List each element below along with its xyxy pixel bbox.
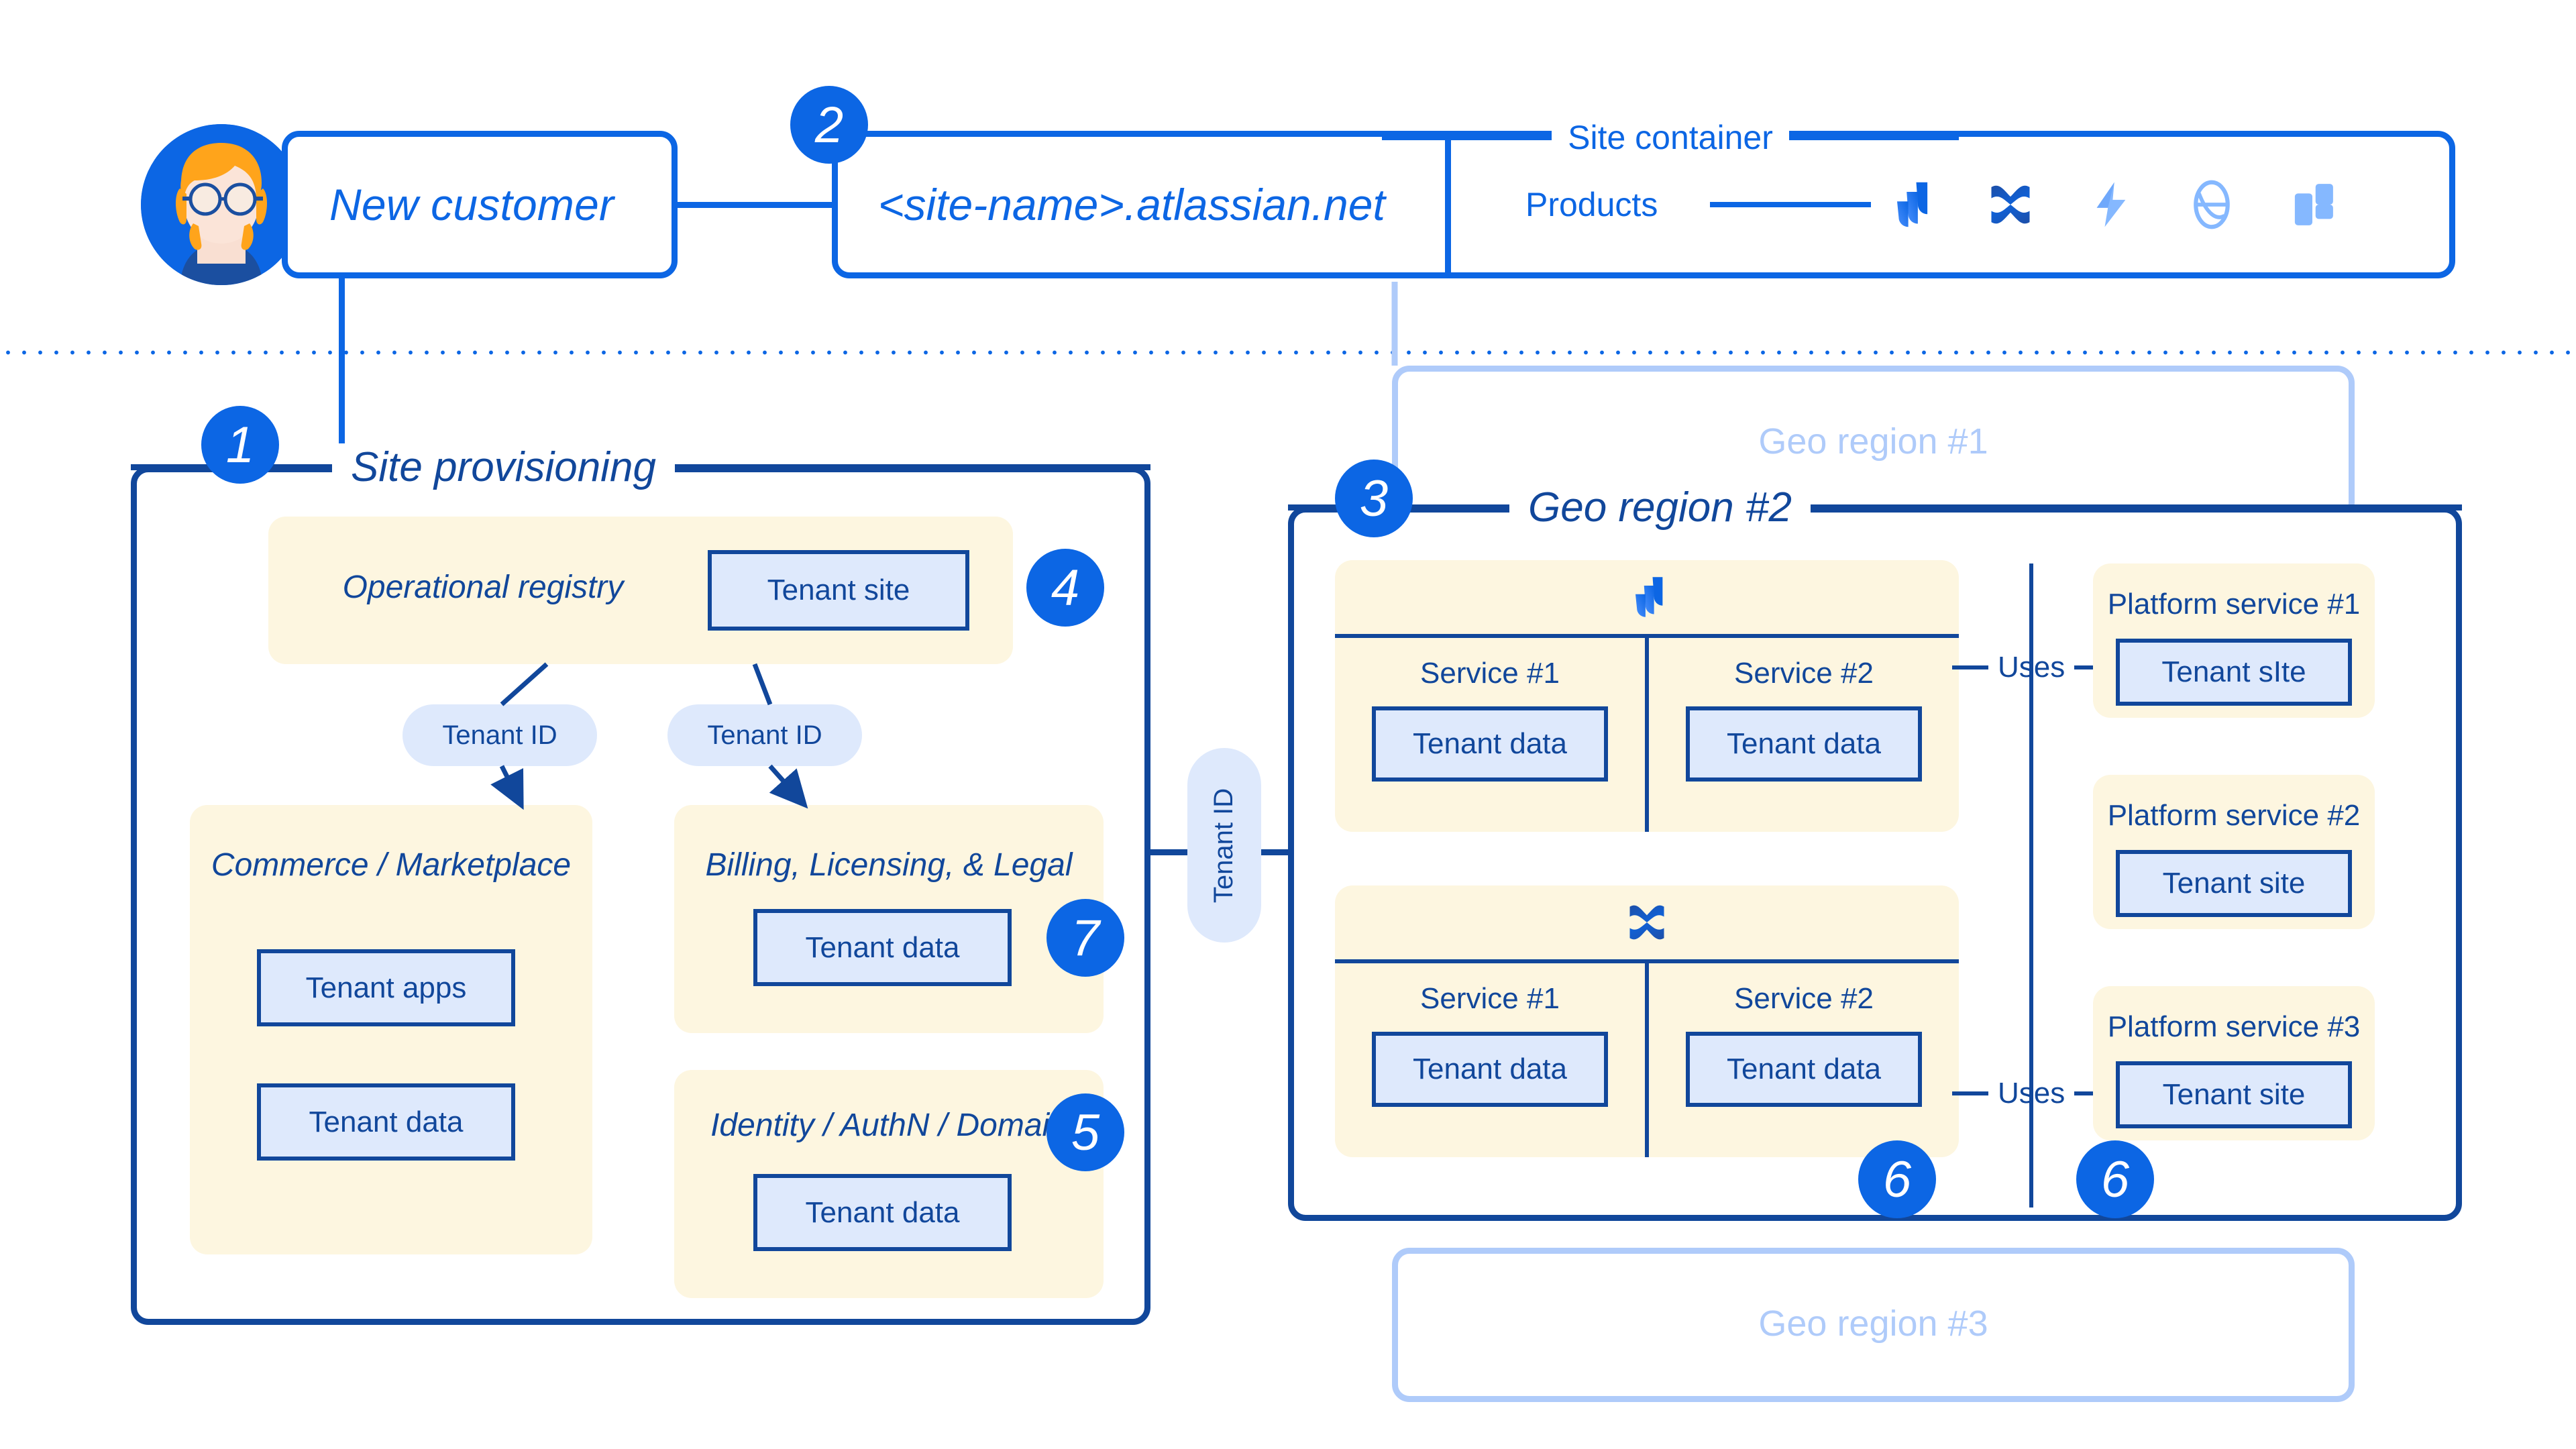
trello-icon — [2294, 184, 2333, 225]
platform-service-1-title: Platform service #1 — [2107, 588, 2361, 621]
zone-divider-dotted — [0, 350, 2576, 356]
operational-registry-card: Operational registry Tenant site — [268, 517, 1013, 664]
tenant-site-box[interactable]: Tenant site — [708, 550, 969, 631]
confluence-service-1-name: Service #1 — [1420, 982, 1560, 1015]
badge-6-right[interactable]: 6 — [2076, 1140, 2154, 1218]
new-customer-box[interactable]: New customer — [282, 131, 678, 278]
site-container-box: <site-name>.atlassian.net Products — [832, 131, 2455, 278]
jira-service-1-name: Service #1 — [1420, 657, 1560, 690]
badge-7[interactable]: 7 — [1046, 899, 1124, 977]
jira-group-icon-row — [1335, 560, 1959, 634]
confluence-service-row: Service #1 Tenant data Service #2 Tenant… — [1335, 963, 1959, 1157]
platform-service-2-card: Platform service #2 Tenant site — [2093, 775, 2375, 929]
commerce-marketplace-card: Commerce / Marketplace Tenant apps Tenan… — [190, 805, 592, 1254]
badge-2[interactable]: 2 — [790, 86, 868, 164]
tenant-id-pill-2: Tenant ID — [667, 704, 862, 766]
confluence-service-2-name: Service #2 — [1734, 982, 1874, 1015]
badge-5[interactable]: 5 — [1046, 1093, 1124, 1171]
tenant-data-box-billing[interactable]: Tenant data — [753, 909, 1012, 986]
geo-region-1-label: Geo region #1 — [1758, 421, 1988, 462]
geo-region-2-vertical-rail — [2029, 564, 2033, 1208]
site-container-caption-text: Site container — [1552, 118, 1789, 157]
billing-licensing-legal-title: Billing, Licensing, & Legal — [705, 847, 1073, 883]
operational-registry-label: Operational registry — [342, 570, 624, 605]
uses-label-bottom: Uses — [1998, 1077, 2065, 1110]
confluence-group-icon-row — [1335, 885, 1959, 959]
geo-region-3-label: Geo region #3 — [1758, 1303, 1988, 1344]
confluence-product-group: Service #1 Tenant data Service #2 Tenant… — [1335, 885, 1959, 1157]
new-customer-label: New customer — [329, 180, 614, 229]
jira-service-management-icon — [2096, 182, 2126, 227]
jira-icon — [1897, 182, 1928, 227]
platform-service-3-title: Platform service #3 — [2107, 1010, 2361, 1043]
platform-service-1-tenant-site[interactable]: Tenant sIte — [2116, 639, 2352, 706]
jira-icon — [1635, 577, 1663, 617]
uses-line-left-top — [1952, 665, 1988, 669]
uses-line-left-bottom — [1952, 1091, 1988, 1095]
confluence-service-2: Service #2 Tenant data — [1649, 963, 1959, 1157]
confluence-group-separator — [1335, 959, 1959, 963]
confluence-icon — [1629, 905, 1664, 940]
products-connector-line — [1710, 202, 1871, 207]
billing-licensing-legal-card: Billing, Licensing, & Legal Tenant data — [674, 805, 1104, 1033]
platform-service-2-tenant-site[interactable]: Tenant site — [2116, 850, 2352, 917]
badge-1[interactable]: 1 — [201, 406, 279, 484]
connector-customer-to-provisioning — [339, 275, 345, 470]
jira-service-row: Service #1 Tenant data Service #2 Tenant… — [1335, 638, 1959, 832]
geo-region-3-ghost: Geo region #3 — [1392, 1248, 2355, 1402]
jira-group-separator — [1335, 634, 1959, 638]
identity-authn-domain-card: Identity / AuthN / Domain Tenant data — [674, 1070, 1104, 1298]
confluence-service-2-tenant-data[interactable]: Tenant data — [1686, 1032, 1922, 1107]
compass-icon — [2194, 180, 2230, 229]
site-name-label: <site-name>.atlassian.net — [878, 180, 1385, 229]
jira-service-2: Service #2 Tenant data — [1649, 638, 1959, 832]
product-icon-row — [1884, 179, 2338, 230]
confluence-service-1-tenant-data[interactable]: Tenant data — [1372, 1032, 1608, 1107]
uses-label-top: Uses — [1998, 651, 2065, 684]
platform-service-1-card: Platform service #1 Tenant sIte — [2093, 564, 2375, 718]
site-container-caption: Site container — [1382, 107, 1959, 168]
caption-line-right — [1788, 135, 1959, 140]
badge-4[interactable]: 4 — [1026, 549, 1104, 627]
caption-line-left — [1382, 135, 1552, 140]
badge-3[interactable]: 3 — [1335, 460, 1413, 537]
tenant-data-box-commerce[interactable]: Tenant data — [257, 1083, 515, 1161]
platform-service-3-tenant-site[interactable]: Tenant site — [2116, 1061, 2352, 1128]
tenant-id-line-right — [1258, 849, 1288, 855]
tenant-id-line-left — [1150, 849, 1191, 855]
tenant-id-pill-1: Tenant ID — [402, 704, 597, 766]
commerce-marketplace-title: Commerce / Marketplace — [211, 847, 572, 883]
platform-service-3-card: Platform service #3 Tenant site — [2093, 986, 2375, 1140]
jira-service-1-tenant-data[interactable]: Tenant data — [1372, 706, 1608, 782]
platform-service-2-title: Platform service #2 — [2107, 799, 2361, 832]
tenant-data-box-identity[interactable]: Tenant data — [753, 1174, 1012, 1251]
tenant-id-vertical-label: Tenant ID — [1209, 788, 1239, 903]
jira-product-group: Service #1 Tenant data Service #2 Tenant… — [1335, 560, 1959, 832]
jira-service-1: Service #1 Tenant data — [1335, 638, 1649, 832]
connector-customer-to-site — [677, 202, 835, 208]
confluence-icon — [1991, 185, 2030, 224]
tenant-id-vertical-pill: Tenant ID — [1187, 748, 1261, 943]
jira-service-2-tenant-data[interactable]: Tenant data — [1686, 706, 1922, 782]
site-container-divider — [1445, 131, 1451, 278]
confluence-service-1: Service #1 Tenant data — [1335, 963, 1649, 1157]
geo-region-1-ghost: Geo region #1 — [1392, 366, 2355, 520]
tenant-apps-box[interactable]: Tenant apps — [257, 949, 515, 1026]
products-label: Products — [1525, 186, 1658, 223]
identity-authn-domain-title: Identity / AuthN / Domain — [710, 1108, 1067, 1143]
customer-avatar — [141, 124, 302, 285]
jira-service-2-name: Service #2 — [1734, 657, 1874, 690]
badge-6-left[interactable]: 6 — [1858, 1140, 1936, 1218]
